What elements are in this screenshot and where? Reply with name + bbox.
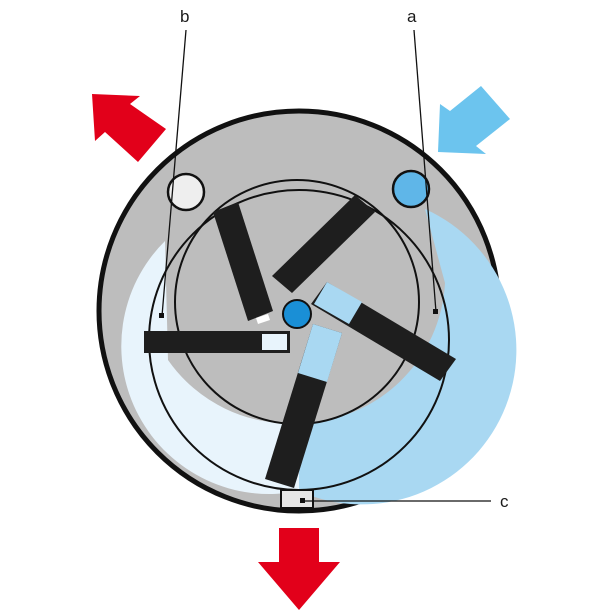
chamber-intake — [121, 241, 299, 495]
leader-line-b — [161, 29, 187, 317]
leader-dot-c — [300, 498, 305, 503]
vane — [311, 282, 456, 381]
drain-valve — [280, 489, 314, 509]
leader-line-a — [413, 29, 437, 313]
arrow-inlet-icon — [438, 86, 510, 154]
port-inlet — [391, 169, 431, 209]
rotor-hub — [282, 299, 312, 329]
arrow-outlet-icon — [92, 94, 166, 162]
port-outlet — [166, 172, 206, 212]
label-b: b — [180, 7, 189, 26]
leader-dot-b — [159, 313, 164, 318]
vane — [144, 331, 290, 353]
vane — [272, 195, 375, 293]
leader-dot-a — [433, 309, 438, 314]
vane-group — [144, 195, 456, 488]
vane — [213, 202, 273, 324]
arrow-outlet-down-icon — [258, 528, 340, 610]
chamber-compression — [299, 209, 517, 505]
label-a: a — [407, 7, 417, 26]
vane — [265, 324, 342, 488]
label-c: c — [500, 492, 509, 511]
